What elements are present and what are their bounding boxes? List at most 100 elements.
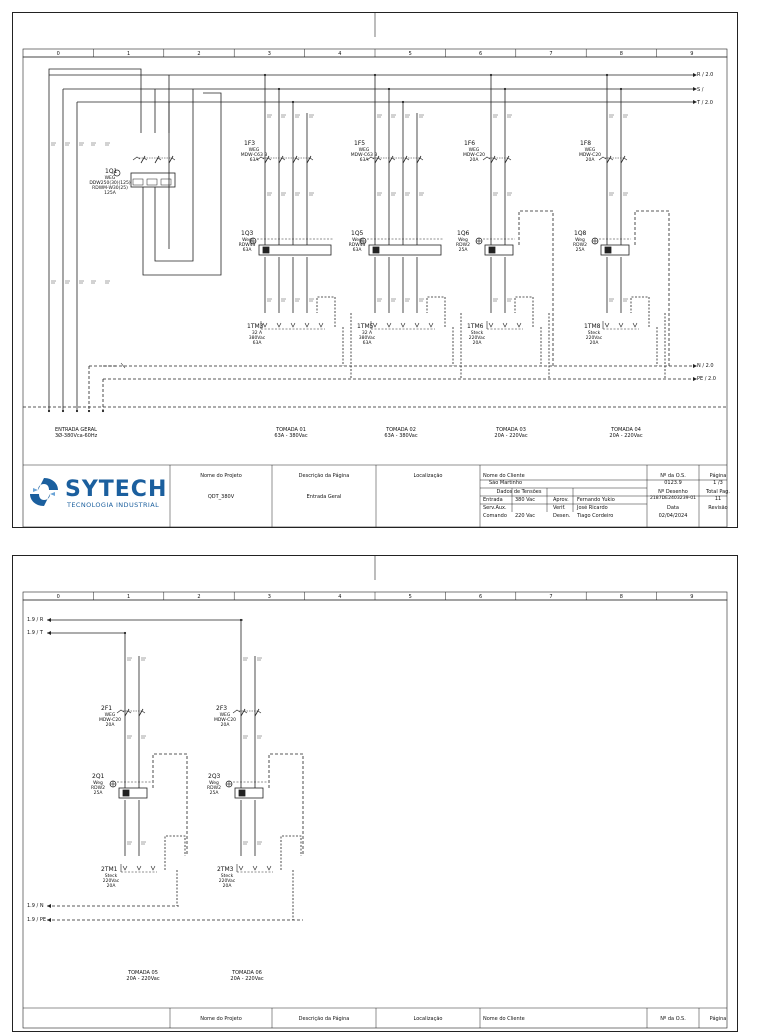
junction-dot	[61, 409, 65, 413]
verif-value: José Ricardo	[577, 505, 608, 511]
bus-label-n: N / 2.0	[697, 363, 714, 369]
breaker-contact	[141, 710, 146, 714]
breaker-handle-icon	[232, 709, 241, 714]
breaker-contact	[157, 157, 162, 161]
bus-ref-t: 1.9 / T	[27, 630, 43, 636]
breaker-contact	[309, 157, 314, 161]
page-description-header: Descrição da Página	[298, 1016, 350, 1022]
bus-ref-r: 1.9 / R	[27, 617, 44, 623]
rcd-toroid-icon	[604, 246, 612, 254]
column-number: 0	[56, 50, 60, 57]
socket-pin	[252, 865, 258, 871]
junction-dot	[47, 409, 51, 413]
rcd-tag: 1Q6	[457, 230, 470, 237]
column-number: 6	[478, 593, 483, 600]
socket-pin	[304, 322, 310, 328]
junction-dot	[489, 73, 493, 77]
socket-pin	[618, 322, 624, 328]
socket-pin	[516, 322, 522, 328]
socket-pin	[136, 865, 142, 871]
total-pages-header: Total Pag.	[706, 489, 730, 495]
breaker-tag: 1F8	[580, 140, 592, 147]
rcd-tag: 1Q8	[574, 230, 587, 237]
page-description: Entrada Geral	[306, 494, 342, 500]
feeder-loop	[48, 68, 142, 75]
junction-dot	[291, 100, 295, 104]
main-breaker-test-icon	[113, 169, 121, 177]
revision-header: Revisão	[708, 505, 728, 511]
breaker-contact	[138, 708, 144, 717]
page-description-header: Descrição da Página	[298, 473, 350, 479]
junction-dot	[387, 87, 391, 91]
branch-neutral-dashed	[268, 753, 304, 856]
socket-pin	[262, 322, 268, 328]
breaker-handle-icon	[132, 156, 141, 161]
bus-label-pe: PE / 2.0	[697, 376, 716, 382]
rcd-toroid-icon	[238, 789, 246, 797]
breaker-contact	[240, 708, 246, 717]
column-number: 3	[267, 593, 271, 600]
drawing-frame	[22, 56, 728, 527]
bus-arrow-icon	[693, 100, 697, 104]
rcd-tag: 2Q1	[92, 773, 105, 780]
trip-unit	[160, 178, 172, 186]
breaker-tag: 2F3	[216, 705, 228, 712]
date-header: Data	[667, 505, 679, 511]
column-number: 9	[690, 593, 694, 600]
sheet-1-drawing	[22, 13, 728, 527]
breaker-contact	[168, 155, 174, 164]
os-number-header: Nº da O.S.	[660, 1016, 686, 1022]
socket-tag: 1TM5	[357, 323, 374, 330]
breaker-contact	[504, 155, 510, 164]
project-name-header: Nome do Projeto	[200, 1016, 242, 1022]
column-number: 2	[197, 593, 201, 600]
socket-tag: 1TM8	[584, 323, 601, 330]
socket-pin	[290, 322, 296, 328]
breaker-contact	[257, 710, 262, 714]
date: 02/04/2024	[658, 513, 688, 519]
breaker-contact	[292, 155, 298, 164]
socket-pin	[386, 322, 392, 328]
breaker-contact	[606, 155, 612, 164]
voltage-data-header: Dados de Tensões	[496, 489, 542, 495]
breaker-contact	[295, 157, 300, 161]
column-number: 3	[267, 50, 271, 57]
breaker-contact	[391, 157, 396, 161]
rcd-toroid-icon	[488, 246, 496, 254]
socket-tag: 2TM1	[101, 866, 118, 873]
breaker-contact	[623, 157, 628, 161]
branch-neutral-dashed	[152, 753, 188, 856]
rcd-body	[484, 244, 514, 256]
breaker-handle-icon	[598, 156, 607, 161]
breaker-contact	[493, 157, 498, 161]
os-number-header: Nº da O.S.	[660, 473, 686, 479]
project-name: QDT_380V	[207, 494, 235, 500]
socket-pe-return	[280, 835, 302, 870]
column-number: 7	[549, 50, 553, 57]
branch-neutral-dashed	[518, 210, 554, 366]
column-number: 8	[619, 593, 623, 600]
socket-pin	[150, 865, 156, 871]
breaker-contact	[377, 157, 382, 161]
aprov-value: Fernando Yukio	[577, 497, 615, 503]
socket-pin	[318, 322, 324, 328]
bus-arrow-icon	[693, 87, 697, 91]
main-breaker-out	[142, 92, 222, 276]
verif-label: Verif.	[553, 505, 566, 511]
rcd-toroid-icon	[372, 246, 380, 254]
